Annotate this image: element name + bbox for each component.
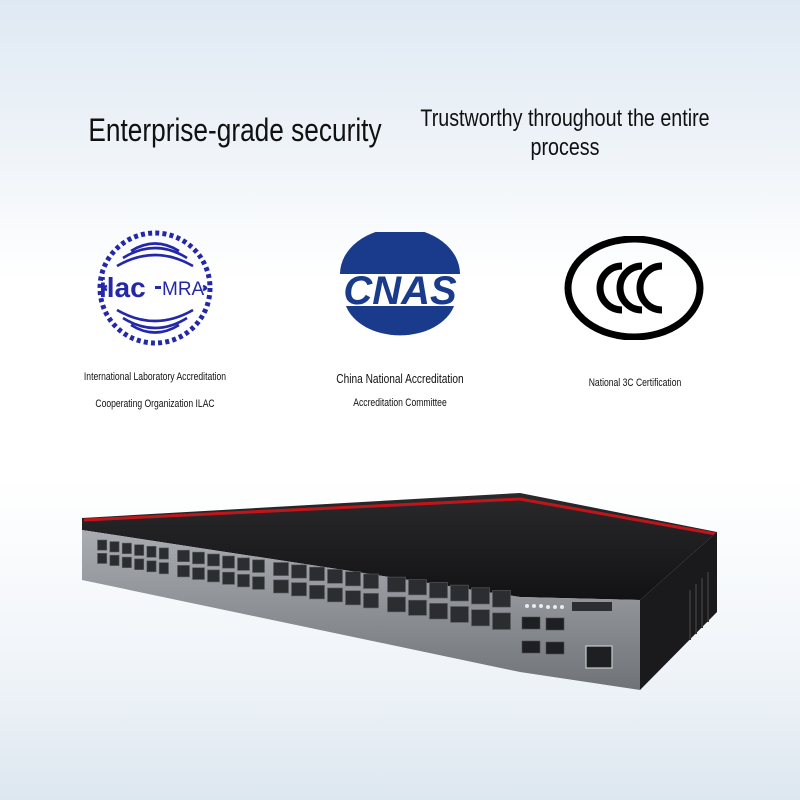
sfp-port-group — [521, 616, 565, 655]
ilac-caption-line1: International Laboratory Accreditation — [83, 371, 227, 383]
rj45-port — [408, 579, 427, 596]
rj45-port — [450, 584, 469, 602]
rj45-port — [97, 539, 108, 551]
rj45-port — [273, 579, 289, 594]
rj45-port — [192, 551, 205, 565]
rj45-port — [158, 547, 169, 560]
rj45-port — [134, 544, 145, 556]
rj45-port — [252, 576, 265, 590]
rj45-port — [429, 582, 448, 599]
brand-badge — [572, 602, 612, 611]
ccc-caption: National 3C Certification — [588, 377, 682, 389]
ilac-caption: International Laboratory Accreditation C… — [65, 364, 244, 418]
network-switch-image — [82, 493, 717, 690]
status-led-row — [525, 604, 564, 609]
rj45-port-array — [97, 539, 511, 630]
cnas-caption-line1: China National Accreditation — [336, 371, 464, 386]
ccc-logo — [564, 236, 704, 340]
rj45-port — [327, 569, 343, 584]
rj45-port — [327, 587, 343, 603]
rj45-port — [408, 599, 427, 616]
headline-enterprise-security: Enterprise-grade security — [88, 112, 382, 148]
rj45-port — [207, 569, 220, 583]
rj45-port — [492, 612, 511, 630]
rj45-port — [109, 554, 120, 566]
ilac-logo-text: ilac — [99, 272, 146, 303]
switch-top-surface — [82, 493, 717, 600]
rj45-port — [363, 573, 379, 589]
rj45-port — [309, 584, 325, 600]
rj45-port — [471, 609, 490, 627]
rj45-port — [121, 556, 132, 568]
rj45-port — [345, 590, 361, 606]
rj45-port — [291, 564, 307, 579]
rj45-port — [177, 565, 190, 578]
rj45-port — [97, 552, 108, 564]
rj45-port — [387, 576, 406, 593]
cnas-logo-text: CNAS — [343, 269, 457, 313]
rj45-port — [146, 545, 157, 558]
rj45-port — [158, 562, 169, 575]
cnas-caption-line2: Accreditation Committee — [353, 397, 447, 409]
rj45-port — [134, 558, 145, 571]
mra-logo-text: MRA — [162, 279, 205, 300]
ilac-caption-line2: Cooperating Organization ILAC — [95, 398, 215, 410]
rj45-port — [492, 590, 511, 608]
red-accent-stripe — [83, 497, 717, 536]
cnas-logo: CNAS — [340, 232, 460, 336]
rj45-port — [121, 542, 132, 554]
rj45-port — [291, 582, 307, 597]
rj45-port — [109, 541, 120, 553]
ilac-mra-logo: ilac MRA — [97, 230, 213, 346]
rj45-port — [222, 571, 235, 585]
cnas-caption: China National Accreditation Accreditati… — [310, 367, 489, 415]
headline-trustworthy-line1: Trustworthy throughout the entire — [420, 105, 710, 132]
rj45-port — [207, 553, 220, 567]
rj45-port — [309, 566, 325, 581]
rj45-port — [387, 596, 406, 613]
rj45-port — [146, 560, 157, 573]
rj45-port — [363, 593, 379, 609]
rj45-port — [429, 603, 448, 620]
rj45-port — [450, 606, 469, 623]
rj45-port — [222, 555, 235, 569]
headline-trustworthy-line2: process — [530, 134, 600, 161]
rj45-port — [237, 557, 250, 571]
headline-trustworthy: Trustworthy throughout the entire proces… — [413, 104, 716, 162]
console-port — [585, 645, 613, 669]
rj45-port — [252, 559, 265, 573]
rj45-port — [345, 571, 361, 587]
rj45-port — [273, 562, 289, 576]
rj45-port — [237, 574, 250, 588]
switch-front-panel — [82, 530, 640, 690]
rj45-port — [177, 549, 190, 563]
rj45-port — [192, 567, 205, 580]
switch-side-panel — [640, 532, 717, 690]
rj45-port — [471, 587, 490, 605]
